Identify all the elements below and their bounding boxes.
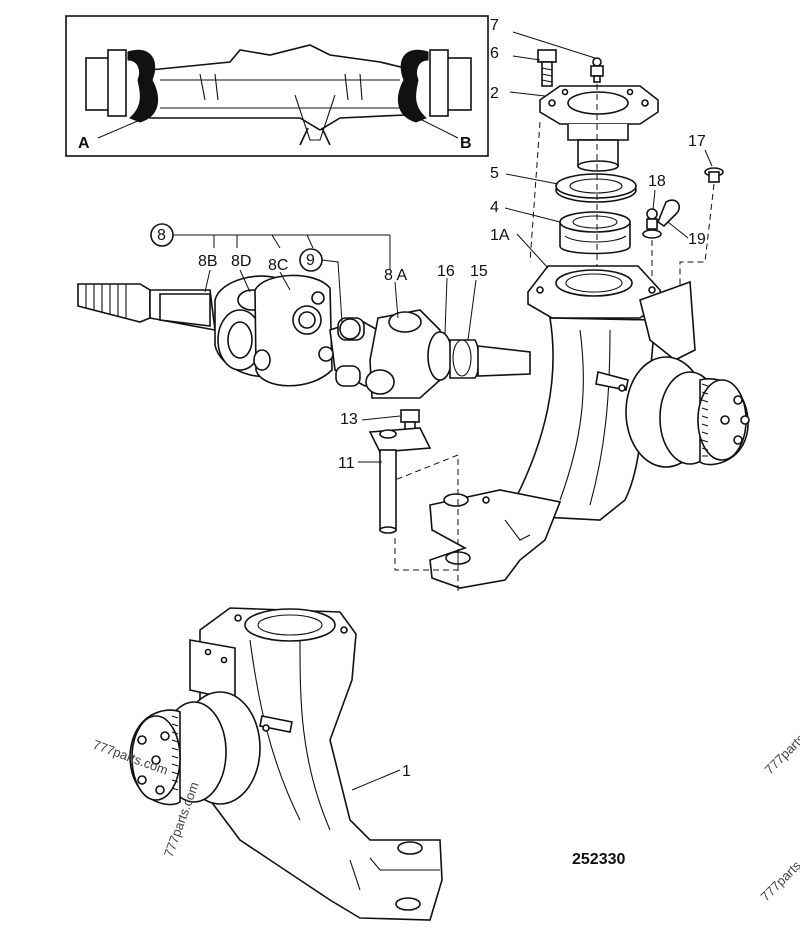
pin-11 bbox=[368, 427, 432, 534]
label-1: 1 bbox=[402, 763, 411, 780]
bearing-4 bbox=[559, 211, 631, 255]
label-8b: 8B bbox=[198, 253, 218, 270]
label-11: 11 bbox=[338, 455, 355, 472]
bracket-19 bbox=[642, 199, 681, 239]
label-1a: 1A bbox=[490, 227, 510, 244]
label-8d: 8D bbox=[231, 253, 251, 270]
inset-label-b: B bbox=[460, 135, 472, 152]
label-8: 8 bbox=[157, 227, 166, 244]
label-7: 7 bbox=[490, 17, 499, 34]
drive-shaft-assembly bbox=[77, 274, 531, 399]
bolt-6 bbox=[537, 49, 557, 87]
label-15: 15 bbox=[470, 263, 488, 280]
drawing-number: 252330 bbox=[572, 851, 625, 868]
callout-labels: 7 6 2 5 4 1A 17 18 19 8 8B 8D 8C 9 8 A 1… bbox=[157, 17, 706, 868]
inset-label-a: A bbox=[78, 135, 90, 152]
label-13: 13 bbox=[340, 411, 358, 428]
label-8a: 8 A bbox=[384, 267, 407, 284]
label-6: 6 bbox=[490, 45, 499, 62]
fitting-18 bbox=[646, 208, 658, 230]
label-18: 18 bbox=[648, 173, 666, 190]
label-16: 16 bbox=[437, 263, 455, 280]
king-pin-stack bbox=[529, 49, 724, 300]
watermark-3: 777parts.c bbox=[762, 723, 800, 777]
axle-inset: A B bbox=[65, 15, 489, 157]
label-9: 9 bbox=[306, 252, 315, 269]
leader-lines bbox=[150, 31, 713, 791]
label-8c: 8C bbox=[268, 257, 288, 274]
screw-17 bbox=[704, 167, 724, 183]
label-2: 2 bbox=[490, 85, 499, 102]
label-5: 5 bbox=[490, 165, 499, 182]
label-4: 4 bbox=[490, 199, 499, 216]
label-19: 19 bbox=[688, 231, 706, 248]
grease-nipple-7 bbox=[590, 57, 604, 83]
steering-knuckle-1a bbox=[394, 265, 750, 592]
cap-plate-2 bbox=[539, 85, 659, 172]
steering-knuckle-1 bbox=[129, 607, 443, 921]
seal-5 bbox=[555, 173, 637, 203]
watermark-4: 777parts.c bbox=[758, 850, 800, 904]
label-17: 17 bbox=[688, 133, 706, 150]
